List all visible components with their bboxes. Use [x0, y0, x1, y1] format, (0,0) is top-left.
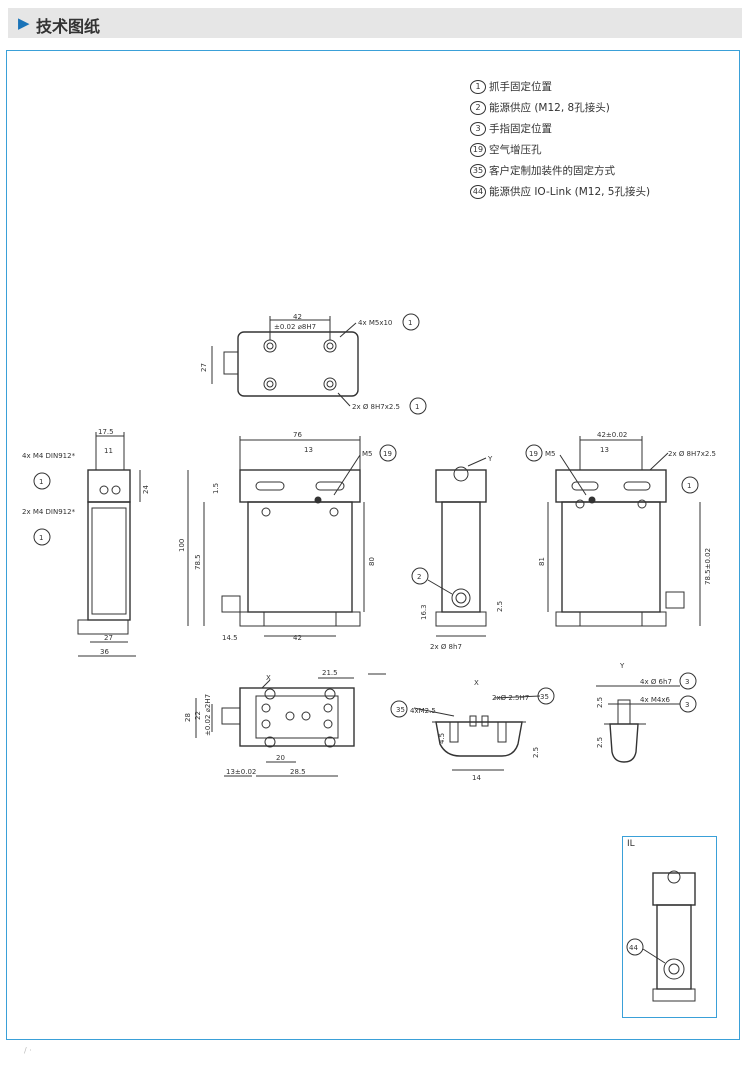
- legend-text: 手指固定位置: [489, 122, 552, 135]
- top-view: [211, 313, 427, 415]
- ref-number: 19: [383, 450, 392, 458]
- dim-detail-x-25: 2.5: [532, 747, 540, 758]
- ref-number: 19: [529, 450, 538, 458]
- legend-text: 能源供应 (M12, 8孔接头): [489, 101, 610, 114]
- drawing-frame: [6, 50, 740, 1040]
- dim-right-785: 78.5±0.02: [704, 548, 712, 585]
- dim-right-13: 13: [600, 446, 609, 454]
- dim-detail-x-14: 14: [472, 774, 481, 782]
- dim-detail-y-25a: 2.5: [596, 697, 604, 708]
- dim-front-145: 14.5: [222, 634, 238, 642]
- ref-number: 2: [417, 573, 421, 581]
- dim-side-height: 24: [142, 485, 150, 494]
- legend-text: 客户定制加装件的固定方式: [489, 164, 615, 177]
- detail-x: [390, 687, 555, 771]
- dim-end-h: 16.3: [420, 604, 428, 620]
- dim-bottom-tol: ±0.02 ⌀2H7: [204, 694, 212, 736]
- section-title: 技术图纸: [36, 17, 101, 36]
- detail-y: [596, 672, 697, 763]
- ref-number: 1: [687, 482, 691, 490]
- legend-text: 抓手固定位置: [489, 80, 552, 93]
- dim-side-bottom1: 27: [104, 634, 113, 642]
- front-view: [187, 436, 397, 637]
- dim-bottom-13: 13±0.02: [226, 768, 256, 776]
- bottom-view: [195, 673, 386, 777]
- legend-number: 44: [470, 184, 486, 199]
- dim-front-13: 13: [304, 446, 313, 454]
- callout-end-pin: 2x Ø 8h7: [430, 643, 462, 651]
- callout-right-pins: 2x Ø 8H7x2.5: [668, 450, 716, 458]
- end-view: [411, 457, 487, 637]
- dim-top-tolerance: ±0.02 ⌀8H7: [274, 323, 316, 331]
- legend-number: 35: [470, 163, 486, 178]
- ref-number: 3: [685, 701, 689, 709]
- dim-end-25: 2.5: [496, 601, 504, 612]
- section-header: ▶ 技术图纸: [8, 8, 742, 38]
- inset-panel: IL 44: [622, 836, 717, 1018]
- ref-number: 3: [685, 678, 689, 686]
- ref-number: 1: [39, 534, 43, 542]
- inset-label: IL: [627, 839, 635, 849]
- dim-detail-y-25b: 2.5: [596, 737, 604, 748]
- callout-side-b: 2x M4 DIN912*: [22, 508, 76, 516]
- right-view: [525, 436, 701, 627]
- dim-front-80: 80: [368, 557, 376, 566]
- detail-y-label: Y: [619, 662, 625, 670]
- inset-drawing: 44: [626, 870, 696, 1002]
- side-view: [33, 432, 141, 657]
- callout-pins: 2x Ø 8H7x2.5: [352, 403, 400, 411]
- dim-front-42: 42: [293, 634, 302, 642]
- dim-right-width: 42±0.02: [597, 431, 627, 439]
- dim-side-top: 17.5: [98, 428, 114, 436]
- callout-detail-y-thread: 4x M4x6: [640, 696, 670, 704]
- callout-detail-x-thread: 4xM2.5: [410, 707, 436, 715]
- dim-detail-x-45: 4.5: [438, 733, 446, 744]
- ref-number: 1: [415, 403, 419, 411]
- legend-number: 3: [470, 121, 486, 136]
- callout-screws: 4x M5x10: [358, 319, 392, 327]
- ref-number: 1: [408, 319, 412, 327]
- end-view-label: Y: [487, 455, 493, 463]
- detail-x-label: X: [474, 679, 479, 687]
- dim-front-785: 78.5: [194, 554, 202, 570]
- ref-number: 35: [540, 693, 549, 701]
- triangle-arrow-icon: ▶: [18, 14, 30, 32]
- legend-number: 1: [470, 79, 486, 94]
- dim-top-width: 42: [293, 313, 302, 321]
- dim-bottom-28: 28: [184, 713, 192, 722]
- callout-detail-y-pin: 4x Ø 6h7: [640, 678, 672, 686]
- dim-top-side: 27: [200, 363, 208, 372]
- legend-text: 能源供应 IO-Link (M12, 5孔接头): [489, 185, 651, 198]
- legend-number: 19: [470, 142, 486, 157]
- dim-right-81: 81: [538, 557, 546, 566]
- dim-front-width: 76: [293, 431, 302, 439]
- dim-front-15: 1.5: [212, 483, 220, 494]
- dim-bottom-22: 22: [194, 711, 202, 720]
- ref-number: 1: [39, 478, 43, 486]
- bottom-view-label: X: [266, 674, 271, 682]
- ref-number: 44: [629, 944, 638, 952]
- callout-front-m5: M5: [362, 450, 373, 458]
- callout-right-m5: M5: [545, 450, 556, 458]
- dim-side-bottom2: 36: [100, 648, 109, 656]
- dim-front-100: 100: [178, 539, 186, 552]
- legend-number: 2: [470, 100, 486, 115]
- dim-bottom-20: 20: [276, 754, 285, 762]
- footer-mark: / ·: [24, 1046, 32, 1055]
- legend-text: 空气增压孔: [489, 143, 542, 156]
- dim-bottom-215: 21.5: [322, 669, 338, 677]
- dim-side-inner: 11: [104, 447, 113, 455]
- callout-side-a: 4x M4 DIN912*: [22, 452, 76, 460]
- callout-detail-x-pin: 2xØ 2.5H7: [492, 694, 529, 702]
- ref-number: 35: [396, 706, 405, 714]
- dim-bottom-285: 28.5: [290, 768, 306, 776]
